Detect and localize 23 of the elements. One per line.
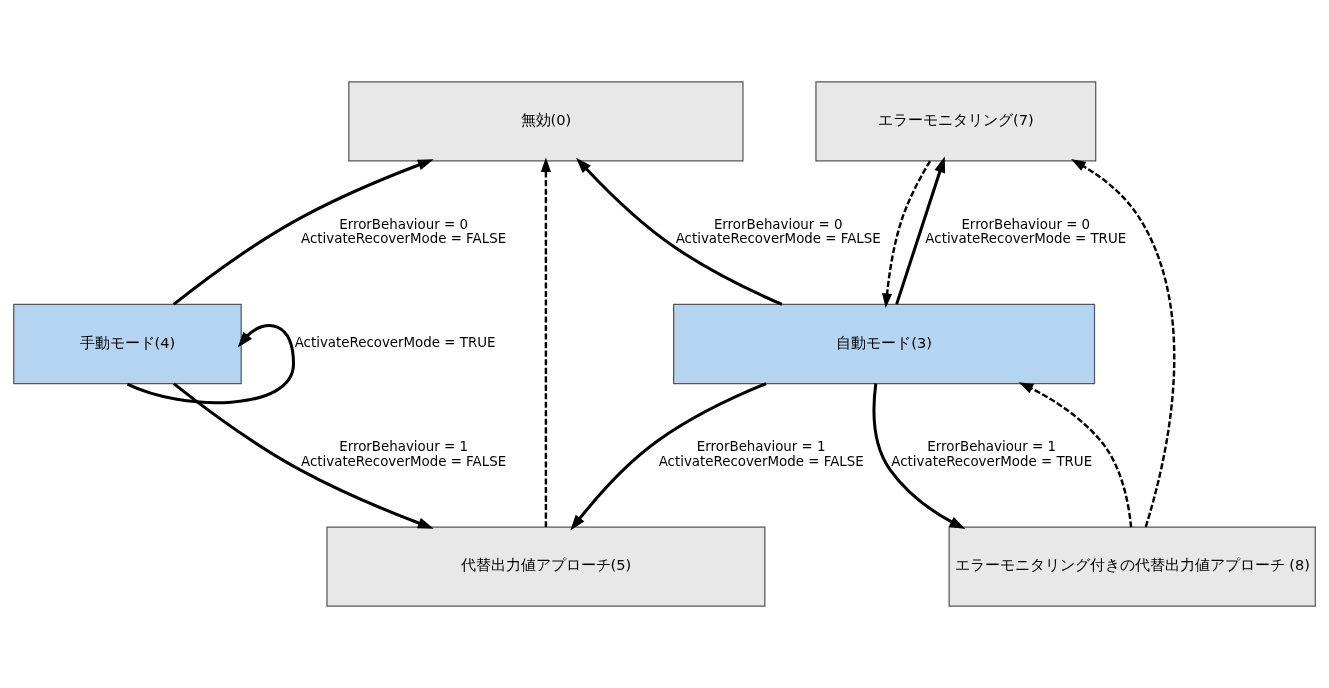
- arrow: [895, 156, 946, 305]
- arrow: [882, 160, 932, 308]
- arrow: [570, 382, 767, 531]
- node-box: 無効(0): [348, 81, 744, 162]
- arrow: [172, 382, 434, 529]
- arrow: [1018, 382, 1133, 528]
- edge-label: ErrorBehaviour = 1 ActivateRecoverMode = TRUE: [891, 439, 1093, 470]
- edge-label: ErrorBehaviour = 0 ActivateRecoverMode = FALSE: [675, 216, 881, 247]
- edge-label: ErrorBehaviour = 0 ActivateRecoverMode = TRUE: [925, 216, 1127, 247]
- node-box: 手動モード(4): [13, 303, 242, 385]
- arrow: [1071, 159, 1176, 528]
- arrow: [576, 157, 783, 306]
- edge-label: ErrorBehaviour = 1 ActivateRecoverMode = FALSE: [658, 439, 864, 470]
- node-box: 代替出力値アプローチ(5): [326, 526, 766, 607]
- node-box: エラーモニタリング付きの代替出力値アプローチ (8): [948, 526, 1316, 607]
- node-box: エラーモニタリング(7): [815, 81, 1097, 162]
- arrow: [872, 383, 966, 529]
- node-box: 自動モード(3): [673, 303, 1096, 385]
- edge-label: ActivateRecoverMode = TRUE: [294, 335, 496, 351]
- edge-label: ErrorBehaviour = 0 ActivateRecoverMode = FALSE: [301, 216, 507, 247]
- arrow: [540, 157, 552, 527]
- edge-label: ErrorBehaviour = 1 ActivateRecoverMode = FALSE: [301, 439, 507, 470]
- arrow: [172, 159, 434, 306]
